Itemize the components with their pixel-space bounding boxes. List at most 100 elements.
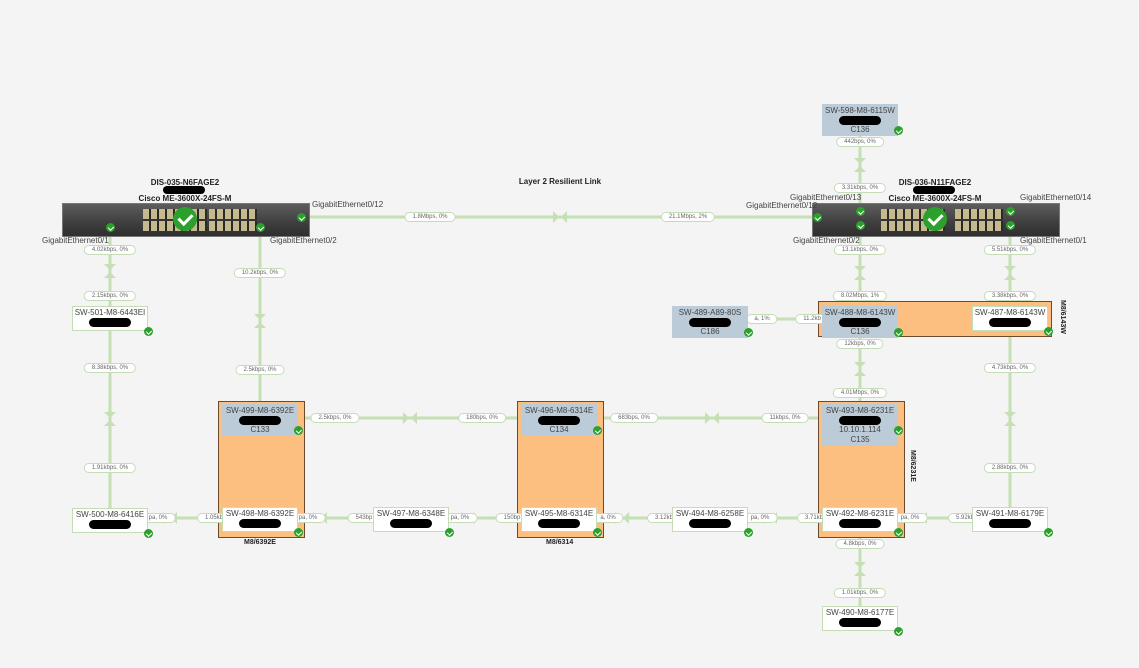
link-traffic-label[interactable]: 1.01kbps, 0% [833,588,887,598]
link-traffic-label[interactable]: 4.02kbps, 0% [83,245,137,255]
redaction [689,318,731,327]
redaction [839,416,881,425]
node-name: SW-495-M8-6314E [524,509,594,518]
link-traffic-label[interactable]: a, 0% [592,513,624,523]
link-traffic-label[interactable]: 2.5kbps, 0% [310,413,360,423]
link-traffic-label[interactable]: 12kbps, 0% [836,339,884,349]
port-status-icon [813,213,822,222]
link-traffic-label[interactable]: 180bps, 0% [458,413,506,423]
link-traffic-label[interactable]: 5.51kbps, 0% [983,245,1037,255]
port-status-icon [256,223,265,232]
link-traffic-label[interactable]: 683bps, 0% [610,413,658,423]
node-name: SW-497-M8-6348E [376,509,446,518]
link-traffic-label[interactable]: 2.15kbps, 0% [83,291,137,301]
redaction [989,519,1031,528]
device-node-sw491[interactable]: SW-491-M8-6179E [972,507,1048,532]
arrowhead [561,211,567,223]
node-name: SW-501-M8-6443EI [74,308,146,317]
link-traffic-label[interactable]: 3.31kbps, 0% [833,183,887,193]
arrowhead [1004,266,1016,272]
port-status-icon [856,221,865,230]
link-traffic-label[interactable]: 2.88kbps, 0% [983,463,1037,473]
arrowhead [854,570,866,576]
arrowhead [1004,412,1016,418]
status-ok-icon [894,328,903,337]
link-traffic-label[interactable]: 4.01Mbps, 0% [832,388,888,398]
arrowhead [713,412,719,424]
device-node-sw495[interactable]: SW-495-M8-6314E [521,507,597,532]
status-ok-icon [744,328,753,337]
redaction [163,186,205,194]
node-name: SW-493-M8-6231E [825,406,895,415]
link-traffic-label[interactable]: 10.2kbps, 0% [233,268,287,278]
port-label: GigabitEthernet0/1 [42,236,109,245]
link-traffic-label[interactable]: 442bps, 0% [836,137,884,147]
link-traffic-label[interactable]: 3.38kbps, 0% [983,291,1037,301]
link-traffic-label[interactable]: 8.38kbps, 0% [83,363,137,373]
node-ip: 10.10.1.114 [839,425,881,434]
device-node-sw498[interactable]: SW-498-M8-6392E [222,507,298,532]
device-node-sw494[interactable]: SW-494-M8-6258E [672,507,748,532]
group-label: M8/6231E [909,450,916,482]
status-ok-icon [144,327,153,336]
status-ok-icon [445,528,454,537]
switch-model: Cisco ME-3600X-24FS-M [888,194,982,203]
redaction [89,520,131,529]
node-sub: C135 [850,435,870,444]
group-label: M8/6392E [244,539,276,546]
link-traffic-label[interactable]: a, 1% [746,314,778,324]
link-traffic-label[interactable]: 21.1Mbps, 2% [660,212,716,222]
redaction [839,618,881,627]
node-name: SW-598-M8-6115W [825,106,895,115]
status-ok-icon [1044,327,1053,336]
status-ok-icon [894,126,903,135]
redaction [89,318,131,327]
port-label: GigabitEthernet0/13 [790,193,862,202]
arrowhead [854,362,866,368]
arrowhead [104,264,116,270]
link-traffic-label[interactable]: 13.1kbps, 0% [833,245,887,255]
redaction [913,186,955,194]
link-traffic-label[interactable]: 2.5kbps, 0% [235,365,285,375]
arrowhead [854,266,866,272]
status-ok-icon [1044,528,1053,537]
device-node-sw500[interactable]: SW-500-M8-6416E [72,508,148,533]
redaction [839,318,881,327]
device-node-sw487[interactable]: SW-487-M8-6143W [972,306,1048,331]
port-status-icon [856,207,865,216]
link-traffic-label[interactable]: 1.91kbps, 0% [83,463,137,473]
group-label: M8/6314 [546,539,574,546]
status-ok-icon [144,529,153,538]
status-ok-icon [173,207,197,231]
status-ok-icon [894,528,903,537]
link-traffic-label[interactable]: 4.8kbps, 0% [835,539,885,549]
arrowhead [854,274,866,280]
node-sub: C134 [549,425,569,434]
port-label: GigabitEthernet0/12 [746,201,818,210]
status-ok-icon [593,528,602,537]
link-traffic-label[interactable]: 11kbps, 0% [761,413,809,423]
link-traffic-label[interactable]: 4.73kbps, 0% [983,363,1037,373]
node-name: SW-499-M8-6392E [225,406,295,415]
port-status-icon [1006,207,1015,216]
port-label: GigabitEthernet0/14 [1020,193,1092,202]
device-node-sw490[interactable]: SW-490-M8-6177E [822,606,898,631]
switch-name: DIS-035-N6FAGE2 [150,178,220,187]
link-traffic-label[interactable]: 1.8Mbps, 0% [404,212,456,222]
device-node-sw501[interactable]: SW-501-M8-6443EI [72,306,148,331]
device-node-sw492[interactable]: SW-492-M8-6231E [822,507,898,532]
redaction [538,519,580,528]
switch-name: DIS-036-N11FAGE2 [898,178,972,187]
link-traffic-label[interactable]: 8.02Mbps, 1% [832,291,888,301]
status-ok-icon [923,207,947,231]
status-ok-icon [894,426,903,435]
arrowhead [553,211,559,223]
arrowhead [1004,274,1016,280]
device-node-sw497[interactable]: SW-497-M8-6348E [373,507,449,532]
